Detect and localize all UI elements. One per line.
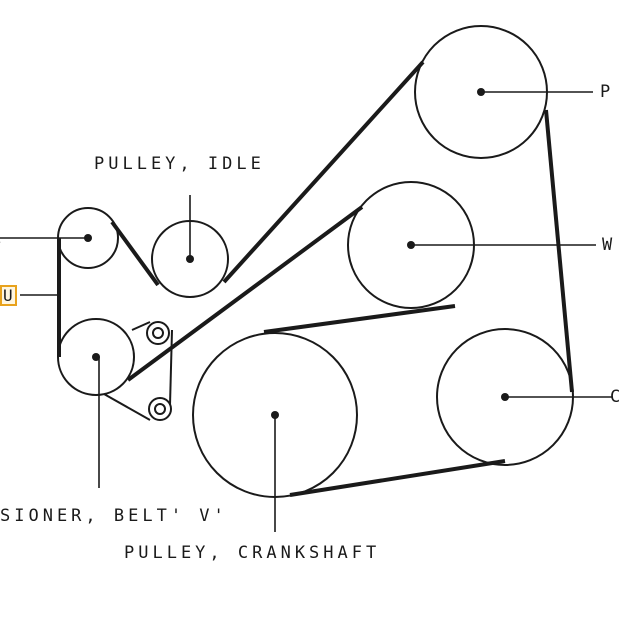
- leader-lines: [0, 91, 612, 532]
- middle-right-label: W: [602, 235, 617, 255]
- pulley-idle-label: PULLEY, IDLE: [94, 154, 265, 174]
- tensioner-pulley: [57, 318, 135, 396]
- left-highlight-label[interactable]: U: [0, 285, 17, 306]
- pulley-hubs: [84, 88, 509, 419]
- drive-belt: [57, 60, 574, 497]
- crankshaft-label: PULLEY, CRANKSHAFT: [124, 543, 381, 563]
- top-right-label: P: [600, 82, 615, 102]
- tensioner-label: SIONER, BELT' V': [0, 506, 228, 526]
- left-top-label: E: [0, 230, 5, 247]
- tensioner-bracket: [103, 321, 173, 421]
- bottom-right-label: C: [610, 387, 620, 407]
